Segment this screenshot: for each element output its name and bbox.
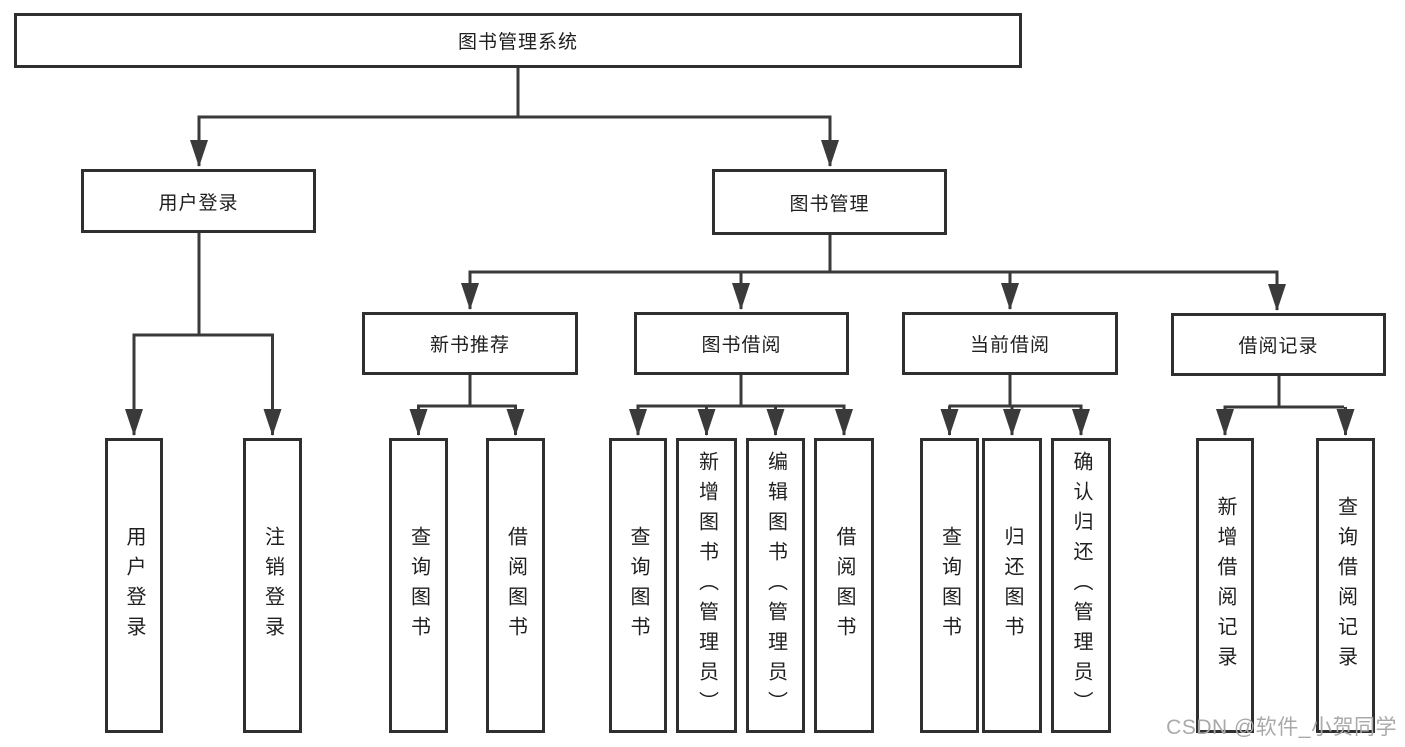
leaf-query-books-current-label: 查询图书 xyxy=(938,525,961,646)
leaf-borrow-books-label: 借阅图书 xyxy=(833,525,855,646)
leaf-add-borrow-record-label: 新增借阅记录 xyxy=(1214,495,1236,676)
node-root-label: 图书管理系统 xyxy=(457,32,578,53)
leaf-edit-books-admin: 编辑图书（管理员） xyxy=(746,438,805,733)
leaf-borrow-books-recommend: 借阅图书 xyxy=(486,438,545,733)
node-root: 图书管理系统 xyxy=(14,13,1022,68)
node-current-borrowing: 当前借阅 xyxy=(902,312,1118,375)
node-new-book-recommend-label: 新书推荐 xyxy=(429,335,510,356)
leaf-query-books-recommend-label: 查询图书 xyxy=(407,525,430,646)
leaf-edit-books-admin-label: 编辑图书（管理员） xyxy=(764,450,787,721)
leaf-return-books: 归还图书 xyxy=(982,438,1042,733)
leaf-user-login-label: 用户登录 xyxy=(123,525,145,646)
node-borrowing-records: 借阅记录 xyxy=(1171,313,1386,376)
leaf-borrow-books: 借阅图书 xyxy=(814,438,874,733)
leaf-confirm-return-admin-label: 确认归还（管理员） xyxy=(1070,450,1092,721)
node-borrowing-records-label: 借阅记录 xyxy=(1238,336,1319,357)
node-book-borrowing-label: 图书借阅 xyxy=(701,335,782,356)
node-book-management: 图书管理 xyxy=(712,169,947,235)
node-current-borrowing-label: 当前借阅 xyxy=(969,335,1050,356)
leaf-query-books-recommend: 查询图书 xyxy=(389,438,448,733)
node-book-borrowing: 图书借阅 xyxy=(634,312,849,375)
leaf-add-books-admin: 新增图书（管理员） xyxy=(676,438,737,733)
leaf-return-books-label: 归还图书 xyxy=(1001,525,1023,646)
leaf-query-books-current: 查询图书 xyxy=(920,438,979,733)
node-user-login-label: 用户登录 xyxy=(158,192,239,214)
leaf-query-books-borrowing: 查询图书 xyxy=(609,438,667,733)
leaf-logout: 注销登录 xyxy=(243,438,302,733)
leaf-query-borrow-record: 查询借阅记录 xyxy=(1316,438,1375,733)
leaf-user-login: 用户登录 xyxy=(105,438,163,733)
leaf-query-books-borrowing-label: 查询图书 xyxy=(627,525,649,646)
watermark: CSDN @软件_小贺同学 xyxy=(1166,716,1397,739)
leaf-logout-label: 注销登录 xyxy=(261,525,284,646)
leaf-borrow-books-recommend-label: 借阅图书 xyxy=(504,525,527,646)
node-new-book-recommend: 新书推荐 xyxy=(362,312,578,375)
node-user-login: 用户登录 xyxy=(81,169,316,233)
leaf-add-books-admin-label: 新增图书（管理员） xyxy=(695,450,718,721)
leaf-add-borrow-record: 新增借阅记录 xyxy=(1196,438,1254,733)
leaf-query-borrow-record-label: 查询借阅记录 xyxy=(1334,495,1357,676)
node-book-management-label: 图书管理 xyxy=(789,193,870,215)
leaf-confirm-return-admin: 确认归还（管理员） xyxy=(1051,438,1111,733)
